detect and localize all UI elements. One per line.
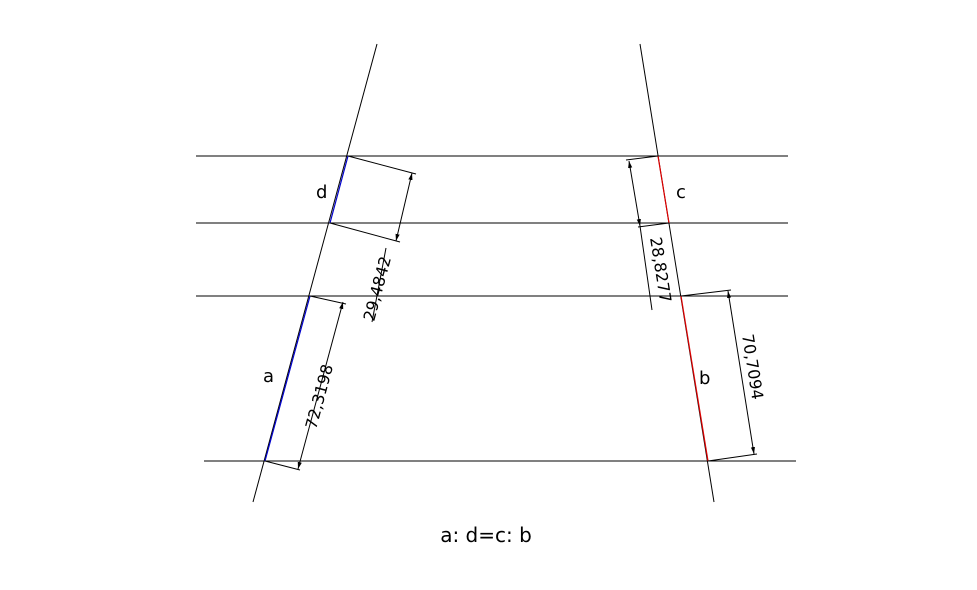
dimension-d: 29,4842 xyxy=(329,155,417,323)
segment-d xyxy=(329,155,349,224)
label-d: d xyxy=(316,182,327,203)
dimension-b-value: 70,7094 xyxy=(738,333,767,401)
segment-b xyxy=(680,295,709,462)
dimension-a: 72,3198 xyxy=(264,295,347,471)
segment-c xyxy=(657,155,670,224)
dimension-c: 28,8277 xyxy=(625,155,675,311)
label-c: c xyxy=(676,182,686,203)
left-transversal xyxy=(252,43,378,503)
dimension-a-value: 72,3198 xyxy=(302,362,337,431)
label-a: a xyxy=(263,366,274,387)
label-b: b xyxy=(699,368,710,389)
dimension-c-value: 28,8277 xyxy=(646,236,675,304)
dimension-d-value: 29,4842 xyxy=(360,254,395,323)
proportion-formula: a: d=c: b xyxy=(440,523,532,547)
